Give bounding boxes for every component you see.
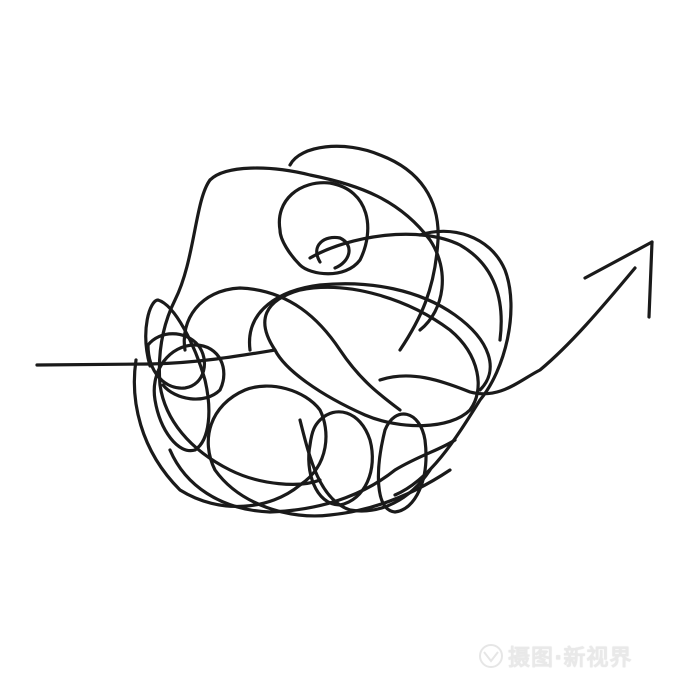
bottom-loop [298,418,432,513]
inner-left-loop [182,286,402,412]
watermark-text: 摄图·新视界 [508,646,633,671]
lower-swoop [168,438,457,514]
top-center-loop [288,144,440,352]
right-lobe [378,266,637,396]
arrow-head-left-wing [583,240,654,280]
top-center-inner-loop [277,181,370,276]
entry-line [35,348,277,367]
watermark: 摄图·新视界 [478,640,632,672]
small-center-loop [315,235,351,270]
outer-left-curve [132,358,452,518]
camera-aperture-icon [479,644,503,668]
top-left-lobe [157,178,322,486]
left-small-loop [144,298,226,453]
center-loop-2 [248,282,492,392]
center-right-loop [308,232,503,342]
right-big-arc [393,229,513,497]
arrow-head-right-wing [647,240,654,319]
top-left-arc [208,166,444,332]
